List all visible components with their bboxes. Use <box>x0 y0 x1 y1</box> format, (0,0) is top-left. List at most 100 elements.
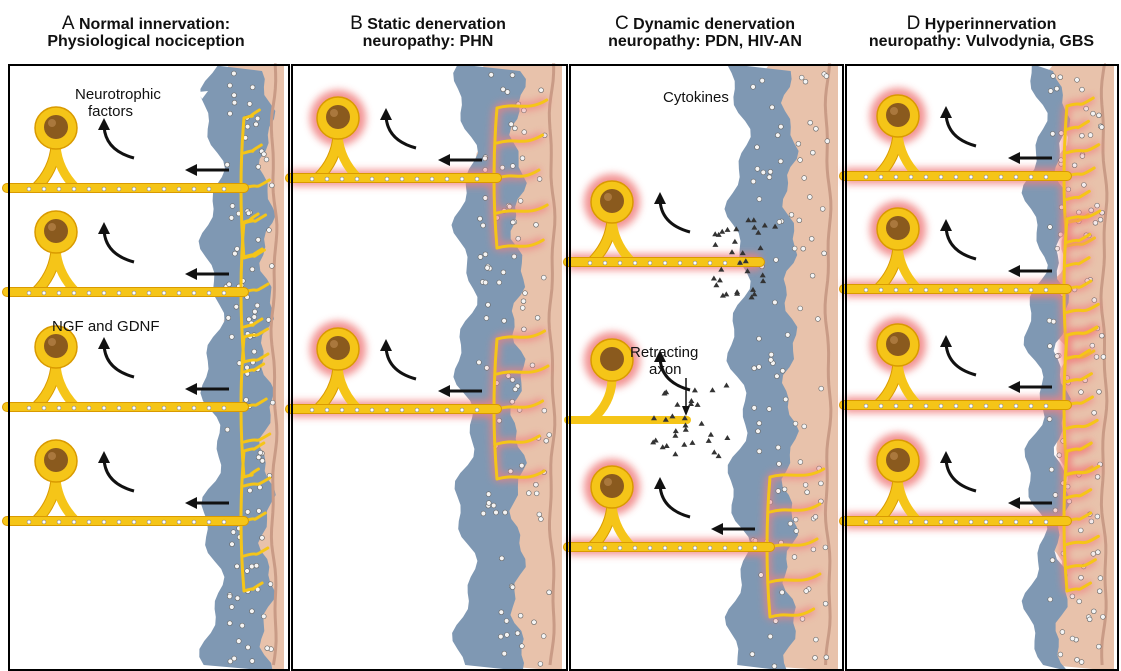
axon-dot <box>999 288 1003 292</box>
neurotrophic-dot <box>798 306 803 311</box>
axon-dot <box>1029 288 1033 292</box>
axon-dot <box>648 546 652 550</box>
panel-c <box>568 65 843 671</box>
axon-dot <box>72 187 76 191</box>
axon-dot <box>894 175 898 179</box>
neurotrophic-dot <box>823 601 828 606</box>
neurotrophic-dot <box>1095 203 1100 208</box>
axon-dot <box>207 406 211 410</box>
neurotrophic-dot <box>530 363 535 368</box>
axon-dot <box>415 177 419 181</box>
neurotrophic-dot <box>500 165 505 170</box>
neurotrophic-dot <box>811 547 816 552</box>
neuron-nucleus <box>44 115 68 139</box>
axon-dot <box>984 288 988 292</box>
axon-dot <box>72 520 76 524</box>
neurotrophic-dot <box>233 251 238 256</box>
neurotrophic-dot <box>537 512 542 517</box>
neurotrophic-dot <box>799 75 804 80</box>
neurotrophic-dot <box>226 316 231 321</box>
axon-dot <box>132 406 136 410</box>
neurotrophic-dot <box>788 521 793 526</box>
axon-dot <box>969 520 973 524</box>
axon-dot <box>1029 520 1033 524</box>
neurotrophic-dot <box>477 360 482 365</box>
neurotrophic-dot <box>501 270 506 275</box>
neurotrophic-dot <box>782 487 787 492</box>
neurotrophic-dot <box>779 124 784 129</box>
neurotrophic-dot <box>252 349 257 354</box>
neurotrophic-dot <box>494 510 499 515</box>
axon-dot <box>939 175 943 179</box>
axon-dot <box>954 175 958 179</box>
axon-dot <box>117 291 121 295</box>
neurotrophic-dot <box>1053 493 1058 498</box>
axon-dot <box>162 520 166 524</box>
neurotrophic-dot <box>510 377 515 382</box>
neurotrophic-dot <box>801 246 806 251</box>
neurotrophic-dot <box>247 102 252 107</box>
axon-dot <box>984 404 988 408</box>
axon-dot <box>663 261 667 265</box>
neurotrophic-dot <box>804 589 809 594</box>
axon-dot <box>879 520 883 524</box>
axon-dot <box>310 177 314 181</box>
axon-dot <box>340 408 344 412</box>
neurotrophic-dot <box>1097 389 1102 394</box>
cytokines-label: Cytokines <box>663 89 729 106</box>
axon-dot <box>192 406 196 410</box>
axon-dot <box>1029 175 1033 179</box>
neurotrophic-dot <box>264 157 269 162</box>
axon-dot <box>909 404 913 408</box>
axon-dot <box>879 404 883 408</box>
neurotrophic-dot <box>523 291 528 296</box>
neuron-nucleus <box>600 347 624 371</box>
nucleus-highlight <box>330 340 338 348</box>
neurotrophic-dot <box>1078 528 1083 533</box>
axon-dot <box>57 187 61 191</box>
neurotrophic-dot <box>796 141 801 146</box>
axon-label: axon <box>649 361 682 378</box>
neurotrophic-dot <box>249 564 254 569</box>
axon-dot <box>400 408 404 412</box>
neurotrophic-dot <box>491 503 496 508</box>
panel-a <box>7 65 289 671</box>
neurotrophic-dot <box>768 169 773 174</box>
axon-dot <box>57 520 61 524</box>
axon-dot <box>162 406 166 410</box>
axon-dot <box>325 177 329 181</box>
nucleus-highlight <box>48 119 56 127</box>
neurotrophic-dot <box>253 309 258 314</box>
neurotrophic-dot <box>250 85 255 90</box>
neurotrophic-dot <box>807 195 812 200</box>
axon-dot <box>192 291 196 295</box>
nucleus-highlight <box>604 193 612 201</box>
neuron-nucleus <box>600 474 624 498</box>
neurotrophic-dot <box>246 645 251 650</box>
neurotrophic-dot <box>1050 131 1055 136</box>
neurotrophic-dot <box>232 93 237 98</box>
neurotrophic-dot <box>823 545 828 550</box>
neurotrophic-dot <box>770 105 775 110</box>
axon-dot <box>678 546 682 550</box>
neurotrophic-dot <box>504 619 509 624</box>
neurotrophic-dot <box>1080 87 1085 92</box>
neurotrophic-dot <box>1097 113 1102 118</box>
axon-dot <box>132 520 136 524</box>
neurotrophic-dot <box>773 300 778 305</box>
neurotrophic-dot <box>819 481 824 486</box>
nucleus-highlight <box>330 109 338 117</box>
axon-dot <box>102 406 106 410</box>
axon-dot <box>864 175 868 179</box>
neurotrophic-dot <box>232 71 237 76</box>
axon-dot <box>72 291 76 295</box>
neurotrophic-dot <box>542 408 547 413</box>
neurotrophic-dot <box>227 621 232 626</box>
neurotrophic-dot <box>250 267 255 272</box>
axon-dot <box>1029 404 1033 408</box>
neuron-nucleus <box>44 219 68 243</box>
axon-dot <box>939 520 943 524</box>
neurotrophic-dot <box>1055 246 1060 251</box>
neurotrophic-dot <box>537 177 542 182</box>
